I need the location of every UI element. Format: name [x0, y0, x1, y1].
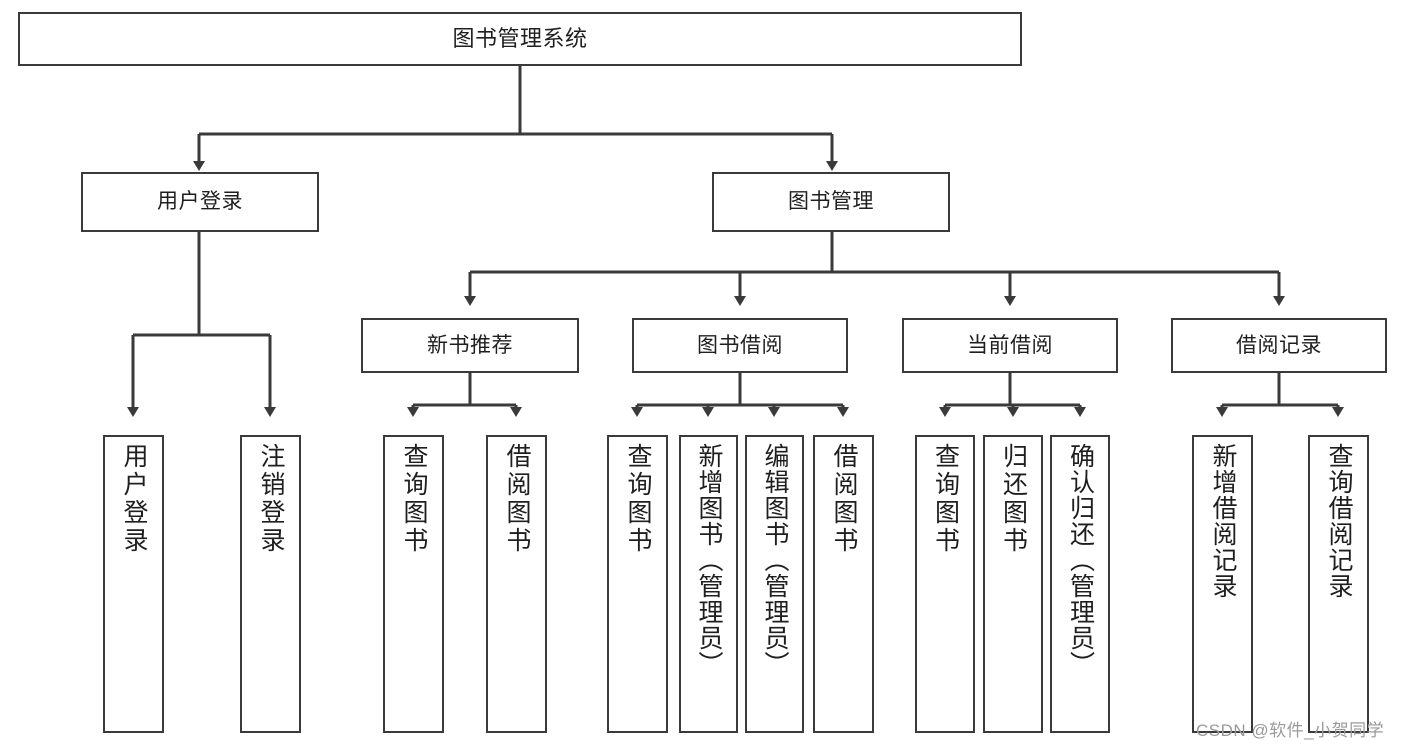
leaf-user-login-0[interactable]: 用户登录 [103, 435, 164, 733]
node-new-book-recommend[interactable]: 新书推荐 [361, 318, 579, 373]
node-new-book-recommend-label: 新书推荐 [427, 333, 513, 357]
csdn-watermark: CSDN @软件_小贺同学 [1196, 721, 1385, 740]
node-root[interactable]: 图书管理系统 [18, 12, 1022, 66]
node-book-manage-label: 图书管理 [788, 190, 874, 214]
leaf-label: 查询图书 [931, 443, 960, 555]
leaf-label: 注销登录 [257, 443, 285, 555]
leaf-label: 用户登录 [120, 443, 148, 555]
leaf-user-login-1[interactable]: 注销登录 [240, 435, 301, 733]
leaf-label: 查询借阅记录 [1325, 443, 1353, 599]
node-borrow-record-label: 借阅记录 [1236, 333, 1322, 357]
node-user-login-label: 用户登录 [157, 190, 243, 214]
leaf-label: 新增借阅记录 [1209, 443, 1237, 599]
node-book-manage[interactable]: 图书管理 [712, 172, 950, 232]
leaf-new-book-recommend-0[interactable]: 查询图书 [383, 435, 444, 733]
leaf-label: 借阅图书 [503, 443, 531, 555]
node-book-borrow[interactable]: 图书借阅 [632, 318, 848, 373]
node-root-label: 图书管理系统 [452, 25, 588, 51]
leaf-new-book-recommend-1[interactable]: 借阅图书 [486, 435, 547, 733]
leaf-label: 查询图书 [400, 443, 428, 555]
node-current-borrow[interactable]: 当前借阅 [902, 318, 1118, 373]
leaf-current-borrow-1[interactable]: 归还图书 [983, 435, 1043, 733]
leaf-book-borrow-1[interactable]: 新增图书（管理员） [679, 435, 738, 733]
leaf-label: 归还图书 [999, 443, 1028, 555]
leaf-current-borrow-0[interactable]: 查询图书 [915, 435, 975, 733]
node-user-login[interactable]: 用户登录 [81, 172, 319, 232]
leaf-book-borrow-3[interactable]: 借阅图书 [813, 435, 874, 733]
leaf-book-borrow-0[interactable]: 查询图书 [607, 435, 668, 733]
leaf-borrow-record-1[interactable]: 查询借阅记录 [1308, 435, 1369, 733]
leaf-label: 查询图书 [624, 443, 652, 555]
leaf-label: 新增图书（管理员） [695, 443, 723, 677]
leaf-book-borrow-2[interactable]: 编辑图书（管理员） [745, 435, 804, 733]
node-borrow-record[interactable]: 借阅记录 [1171, 318, 1387, 373]
node-book-borrow-label: 图书借阅 [697, 333, 783, 357]
node-current-borrow-label: 当前借阅 [967, 333, 1053, 357]
leaf-label: 编辑图书（管理员） [761, 443, 789, 677]
leaf-borrow-record-0[interactable]: 新增借阅记录 [1192, 435, 1253, 733]
leaf-current-borrow-2[interactable]: 确认归还（管理员） [1050, 435, 1110, 733]
leaf-label: 借阅图书 [830, 443, 858, 555]
leaf-label: 确认归还（管理员） [1066, 443, 1095, 677]
